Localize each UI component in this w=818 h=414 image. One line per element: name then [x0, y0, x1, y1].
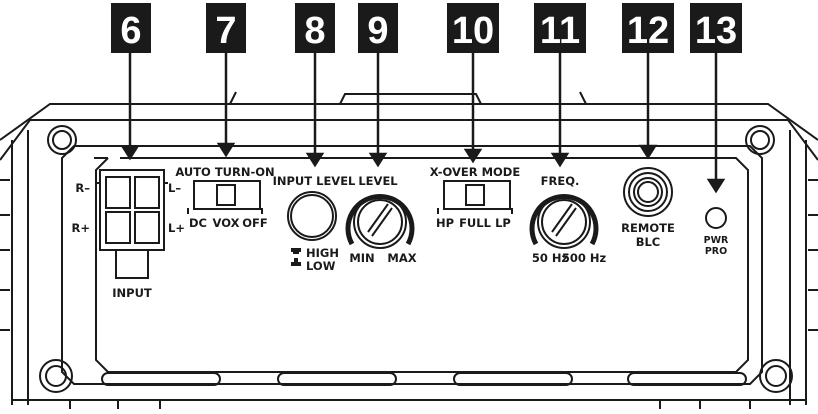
input-l-plus-label: L+	[168, 221, 185, 235]
callout-11: 11	[534, 3, 586, 53]
remote-label: REMOTE	[621, 221, 675, 235]
callout-9: 9	[358, 3, 398, 53]
input-r-plus-label: R+	[72, 221, 91, 235]
freq-knob[interactable]	[529, 194, 599, 249]
callout-10-number: 10	[452, 10, 494, 52]
pwr-label: PWR	[704, 235, 729, 246]
input-label: INPUT	[112, 286, 152, 300]
amplifier-housing	[0, 91, 818, 409]
callout-7: 7	[206, 3, 246, 53]
callout-13-number: 13	[695, 10, 737, 52]
callout-6-number: 6	[120, 10, 141, 52]
xover-hp: HP	[436, 216, 454, 230]
freq-title: FREQ.	[541, 174, 580, 188]
callout-8-number: 8	[304, 10, 325, 52]
auto-turn-on-title: AUTO TURN-ON	[175, 165, 274, 179]
pro-label: PRO	[705, 246, 727, 257]
level-title: LEVEL	[358, 174, 398, 188]
callout-6: 6	[111, 3, 151, 53]
pwr-pro-led	[705, 207, 727, 229]
high-low-icon	[291, 248, 301, 266]
callout-9-number: 9	[367, 10, 388, 52]
freq-min: 50 Hz	[532, 251, 569, 265]
auto-turn-on-switch[interactable]	[187, 180, 263, 214]
xover-mode-title: X-OVER MODE	[430, 165, 521, 179]
callout-10: 10	[447, 3, 499, 53]
input-r-minus-label: R–	[75, 181, 90, 195]
callout-11-number: 11	[540, 10, 580, 52]
input-level-low: LOW	[306, 259, 336, 273]
callout-lines	[120, 52, 726, 194]
input-level-button[interactable]	[287, 191, 337, 241]
level-knob[interactable]	[345, 194, 415, 249]
callout-13: 13	[690, 3, 742, 53]
input-level-high: HIGH	[306, 246, 339, 260]
auto-turn-on-off: OFF	[242, 216, 268, 230]
xover-full: FULL	[459, 216, 492, 230]
screw-bottom-left	[39, 359, 73, 393]
screw-top-right	[745, 125, 775, 155]
xover-lp: LP	[495, 216, 511, 230]
auto-turn-on-dc: DC	[189, 216, 207, 230]
callout-12-number: 12	[627, 10, 669, 52]
level-max: MAX	[387, 251, 416, 265]
input-connector[interactable]	[96, 169, 168, 279]
callout-8: 8	[295, 3, 335, 53]
freq-max: 500 Hz	[562, 251, 607, 265]
input-l-minus-label: L–	[168, 181, 181, 195]
input-level-title: INPUT LEVEL	[273, 174, 356, 188]
vent-slots	[101, 372, 747, 386]
xover-mode-switch[interactable]	[437, 180, 513, 214]
remote-blc-jack[interactable]	[623, 167, 673, 217]
blc-label: BLC	[636, 235, 661, 249]
auto-turn-on-vox: VOX	[213, 216, 240, 230]
screw-bottom-right	[759, 359, 793, 393]
callout-7-number: 7	[215, 10, 236, 52]
screw-top-left	[47, 125, 77, 155]
callout-12: 12	[622, 3, 674, 53]
level-min: MIN	[349, 251, 374, 265]
